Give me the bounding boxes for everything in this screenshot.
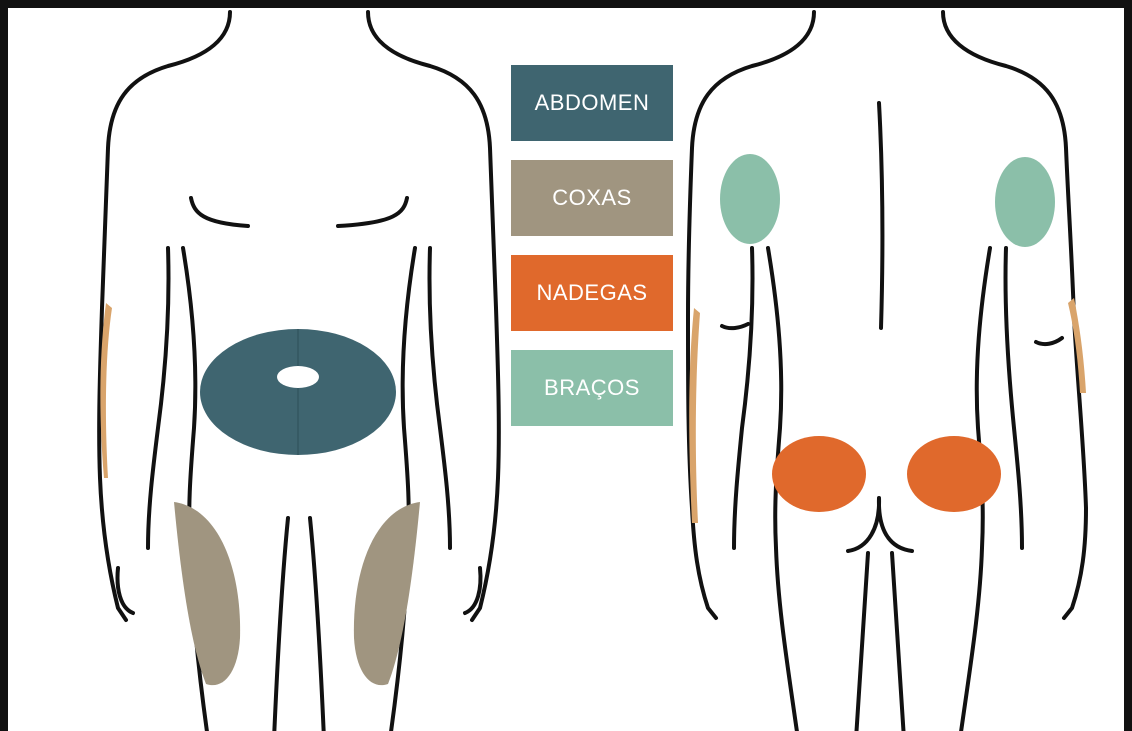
legend-nadegas: NADEGAS — [511, 255, 673, 331]
legend: ABDOMEN COXAS NADEGAS BRAÇOS — [511, 65, 673, 445]
back-glute-cleft — [848, 498, 912, 551]
back-right-arm-zone — [995, 157, 1055, 247]
legend-coxas: COXAS — [511, 160, 673, 236]
back-left-arm-accent — [689, 308, 700, 523]
back-left-inner-arm — [734, 248, 753, 548]
back-left-elbow-crease — [722, 324, 748, 328]
back-right-inner-leg — [892, 553, 904, 731]
legend-bracos: BRAÇOS — [511, 350, 673, 426]
back-right-buttock-zone — [907, 436, 1001, 512]
back-right-shoulder-outline — [943, 12, 1086, 618]
legend-nadegas-label: NADEGAS — [536, 280, 647, 306]
back-left-arm-zone — [720, 154, 780, 244]
legend-abdomen: ABDOMEN — [511, 65, 673, 141]
back-right-inner-arm — [1005, 248, 1022, 548]
back-spine-line — [879, 103, 882, 328]
back-right-elbow-crease — [1036, 338, 1062, 344]
back-left-buttock-zone — [772, 436, 866, 512]
legend-coxas-label: COXAS — [552, 185, 632, 211]
legend-bracos-label: BRAÇOS — [544, 375, 640, 401]
back-left-inner-leg — [856, 553, 868, 731]
legend-abdomen-label: ABDOMEN — [535, 90, 650, 116]
